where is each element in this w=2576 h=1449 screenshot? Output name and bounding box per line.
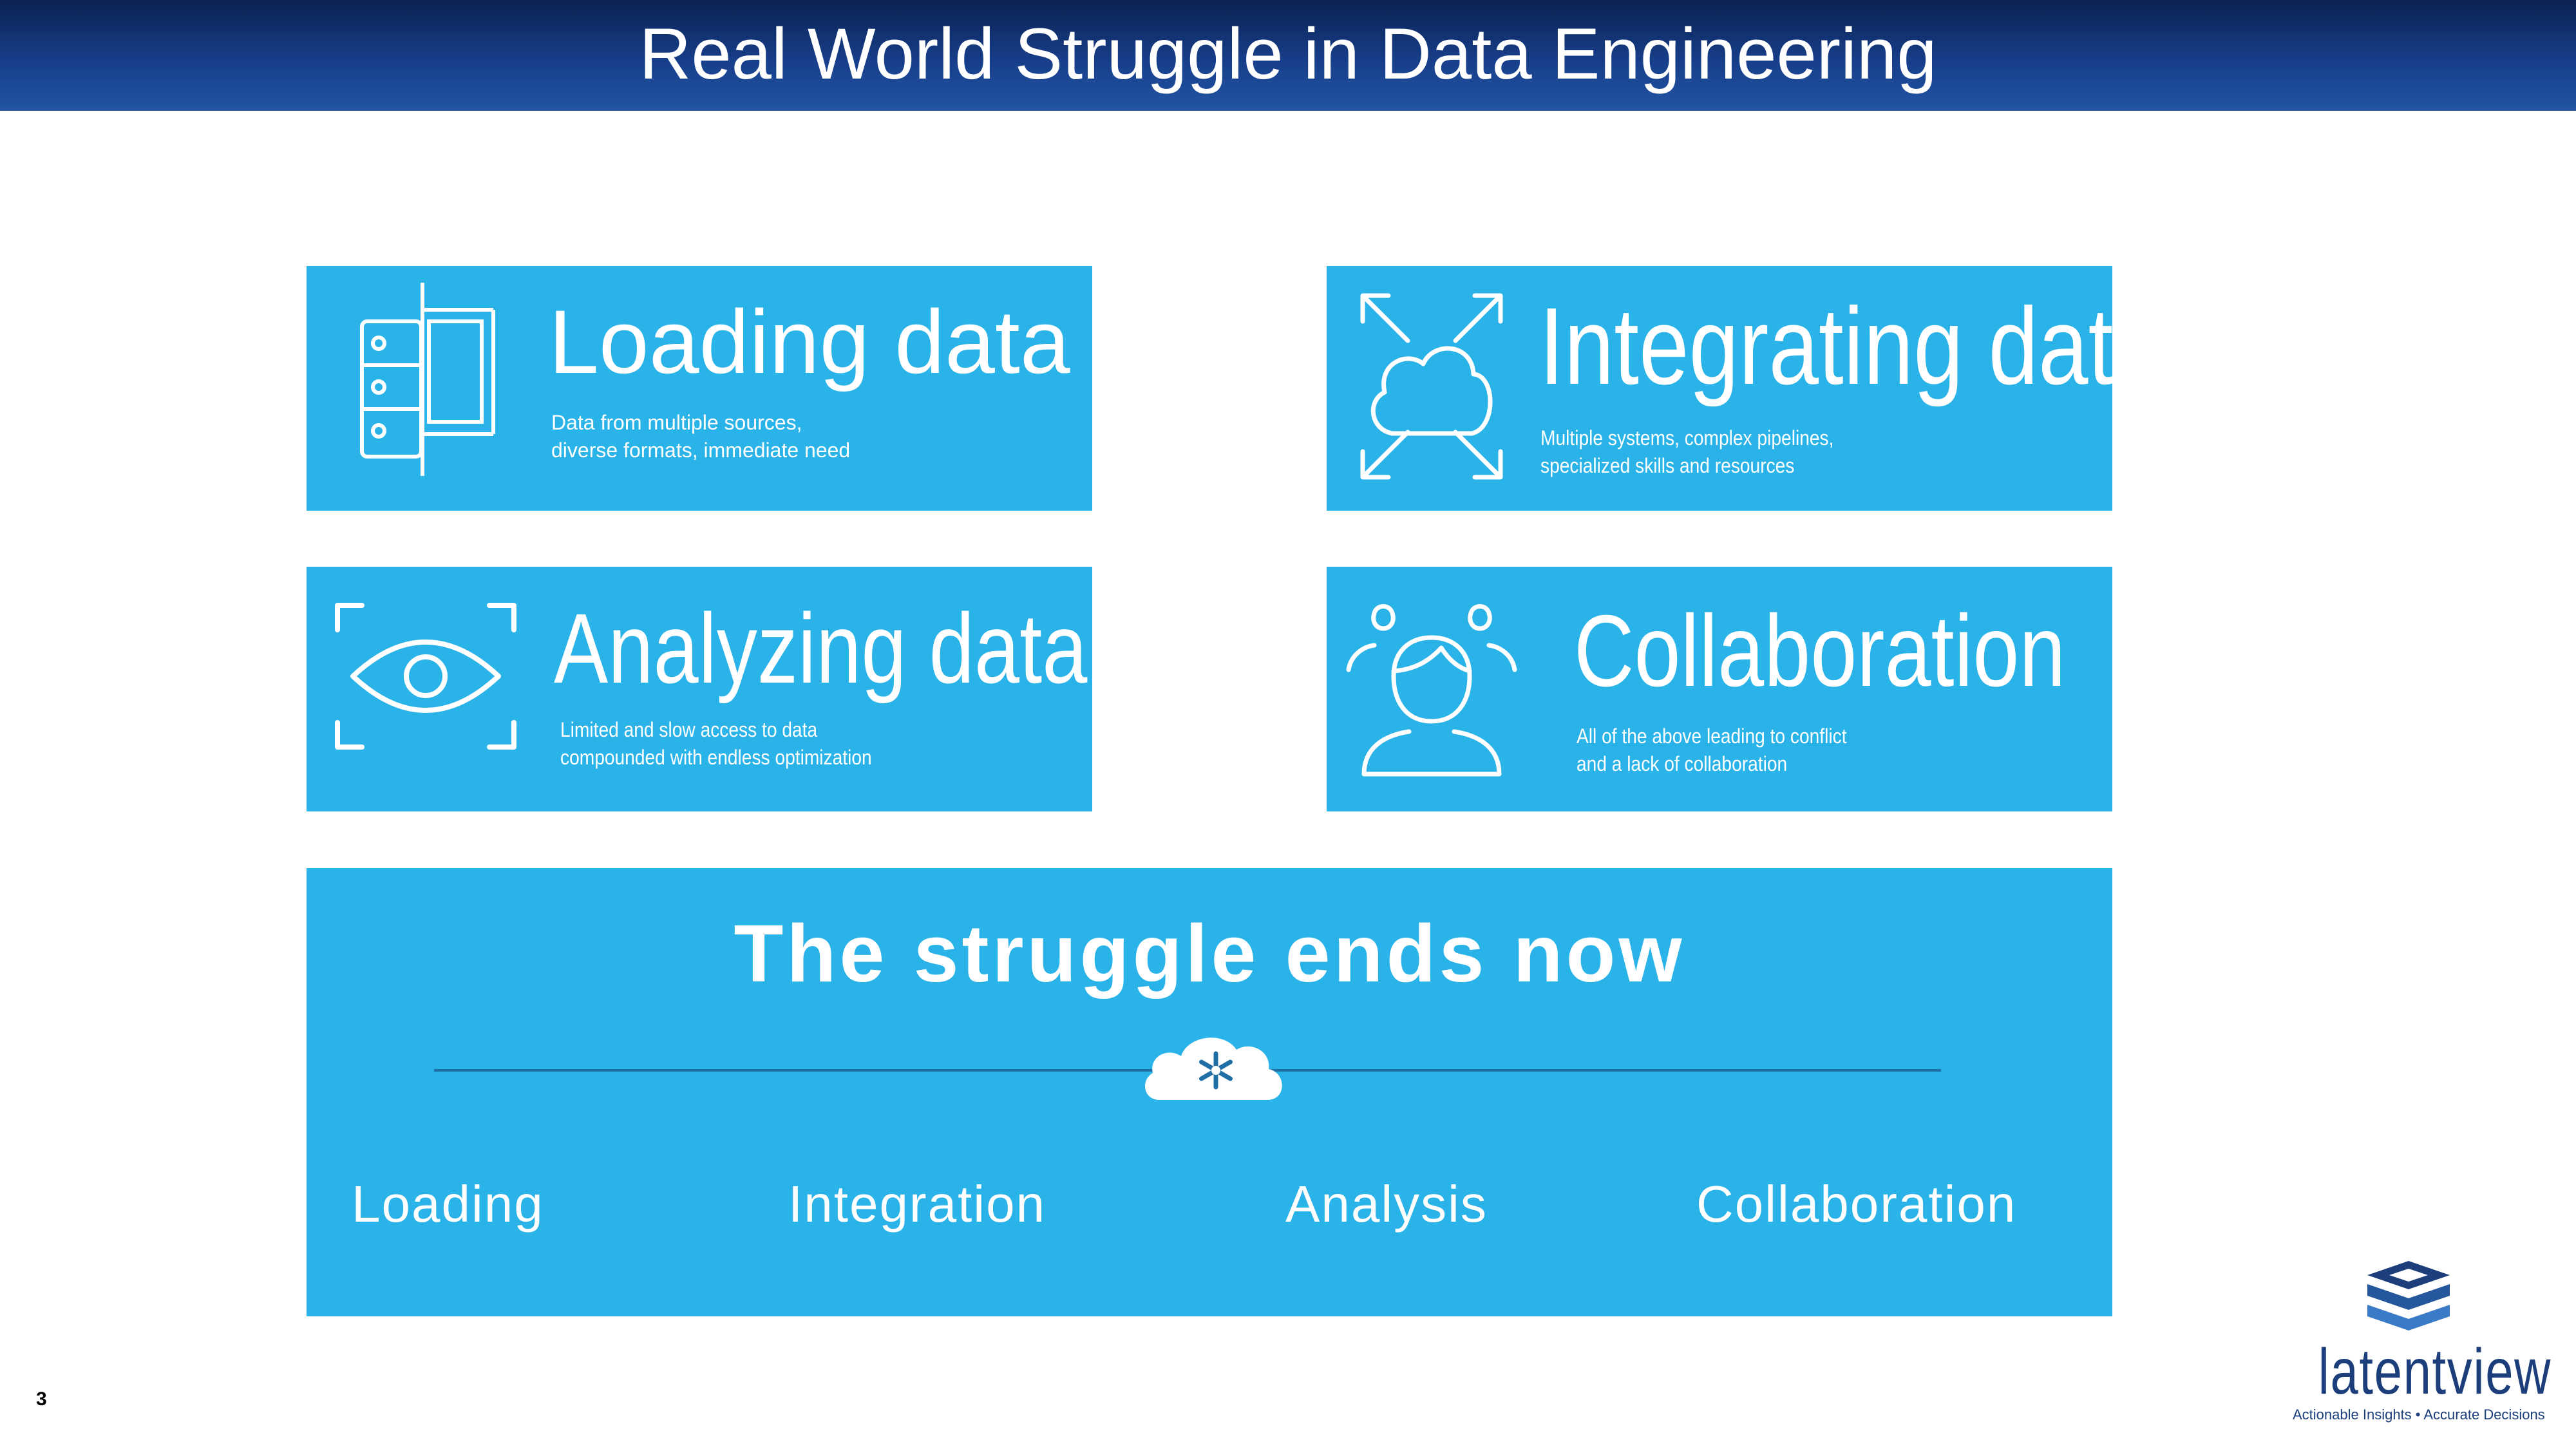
logo-wordmark: latentview bbox=[2318, 1336, 2552, 1408]
banner-title: The struggle ends now bbox=[734, 908, 1685, 999]
card-title: Collaboration bbox=[1574, 594, 2066, 708]
latentview-logo: latentview Actionable Insights • Accurat… bbox=[2293, 1256, 2552, 1430]
card-analyzing-data: Analyzing data Limited and slow access t… bbox=[307, 567, 1092, 811]
card-title: Analyzing data bbox=[554, 593, 1088, 704]
card-description-line: Multiple systems, complex pipelines, bbox=[1540, 426, 1834, 450]
page-number: 3 bbox=[36, 1388, 47, 1410]
card-title: Loading data bbox=[549, 291, 1070, 392]
card-description-line: Limited and slow access to data bbox=[560, 718, 818, 741]
card-description-line: Data from multiple sources, bbox=[551, 411, 802, 434]
slide-header: Real World Struggle in Data Engineering bbox=[0, 0, 2576, 111]
card-description: Data from multiple sources, diverse form… bbox=[551, 409, 850, 464]
logo-tagline: Actionable Insights • Accurate Decisions bbox=[2293, 1406, 2545, 1423]
card-description-line: specialized skills and resources bbox=[1540, 454, 1795, 477]
card-collaboration: Collaboration All of the above leading t… bbox=[1327, 567, 2112, 811]
card-description-line: and a lack of collaboration bbox=[1577, 752, 1788, 775]
slide-title: Real World Struggle in Data Engineering bbox=[639, 14, 1937, 94]
card-description: Multiple systems, complex pipelines, spe… bbox=[1540, 424, 1833, 480]
cloud-arrows-icon bbox=[1360, 293, 1503, 480]
card-description: Limited and slow access to data compound… bbox=[560, 716, 872, 772]
people-icon bbox=[1346, 604, 1517, 777]
card-description: All of the above leading to conflict and… bbox=[1577, 723, 1847, 778]
snowflake-cloud-icon bbox=[1144, 1037, 1282, 1100]
card-integrating-data: Integrating data Multiple systems, compl… bbox=[1327, 266, 2112, 511]
card-description-line: compounded with endless optimization bbox=[560, 746, 872, 769]
card-title: Integrating data bbox=[1539, 285, 2112, 408]
database-server-icon bbox=[360, 283, 495, 476]
struggle-ends-banner: The struggle ends now Loading Integratio… bbox=[307, 868, 2112, 1316]
step-loading: Loading bbox=[352, 1175, 544, 1233]
step-collaboration: Collaboration bbox=[1696, 1175, 2017, 1233]
card-description-line: All of the above leading to conflict bbox=[1577, 724, 1847, 748]
eye-scan-icon bbox=[335, 603, 516, 750]
card-loading-data: Loading data Data from multiple sources,… bbox=[307, 266, 1092, 511]
card-description-line: diverse formats, immediate need bbox=[551, 439, 851, 462]
step-integration: Integration bbox=[788, 1175, 1046, 1233]
step-analysis: Analysis bbox=[1285, 1175, 1488, 1233]
logo-mark-icon bbox=[2367, 1261, 2450, 1331]
